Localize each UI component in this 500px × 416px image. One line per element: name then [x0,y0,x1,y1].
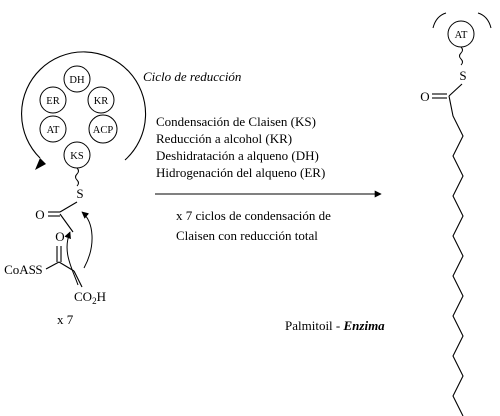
decarboxylation-arrow [64,231,79,286]
domain-kr-label: KR [94,96,109,107]
cycle-title: Ciclo de reducción [143,69,241,84]
product-o-label: O [420,89,429,104]
intermediate-s-label: S [76,186,83,201]
reaction-steps: Condensación de Claisen (KS) Reducción a… [155,114,382,243]
product-name: Palmitoil - Enzima [285,318,385,333]
product-s-label: S [459,68,466,83]
domain-dh-circle [63,65,91,93]
step-1: Condensación de Claisen (KS) [156,114,316,129]
enzyme-bracket-right [477,12,492,29]
product-tether [459,46,463,66]
step-3: Deshidratación a alqueno (DH) [156,148,319,163]
domain-acp-circle [88,114,118,144]
domain-at-label: AT [47,125,60,136]
domain-ks-label: KS [70,151,84,162]
ks-tether [75,167,79,187]
reagent-times-label: x 7 [57,312,74,327]
domain-acp-label: ACP [93,125,114,136]
cycles-note-line-2: Claisen con reducción total [176,228,318,243]
bond-c-s [45,261,60,270]
step-4: Hidrogenación del alqueno (ER) [156,165,325,180]
malonyl-coa: O S CoAS CO2H x 7 [4,211,106,327]
bond-s-c [59,201,78,213]
domain-er-circle [39,86,67,114]
palmitoyl-chain [448,95,464,416]
reagent-coas-label: CoAS [4,262,36,277]
cycles-note-line-1: x 7 ciclos de condensación de [176,208,331,223]
bond-c-ch2 [58,261,75,272]
ks-intermediate: S O [35,167,84,233]
cycle-arrow-arc [21,51,147,161]
bond-c-ch3 [59,213,74,233]
domain-at-circle [39,115,67,143]
step-2: Reducción a alcohol (KR) [156,131,292,146]
intermediate-o-label: O [35,207,44,222]
domain-kr-circle [87,86,115,114]
palmitoyl-enzyme: AT S O [420,12,492,416]
product-at-label: AT [455,30,468,41]
domain-er-label: ER [46,96,59,107]
domain-dh-label: DH [69,75,85,86]
product-bond-s-c [448,83,463,97]
reagent-co2h-label: CO2H [74,289,106,306]
reagent-o-label: O [55,229,64,244]
cycle-arrowhead [35,158,46,170]
attack-arrow [81,211,93,269]
enzyme-bracket-left [432,12,447,29]
reduction-cycle: DH ER KR AT ACP KS Ciclo de reducción [21,51,241,170]
bond-ch2-co2h [73,270,83,288]
reagent-s-label: S [35,262,42,277]
